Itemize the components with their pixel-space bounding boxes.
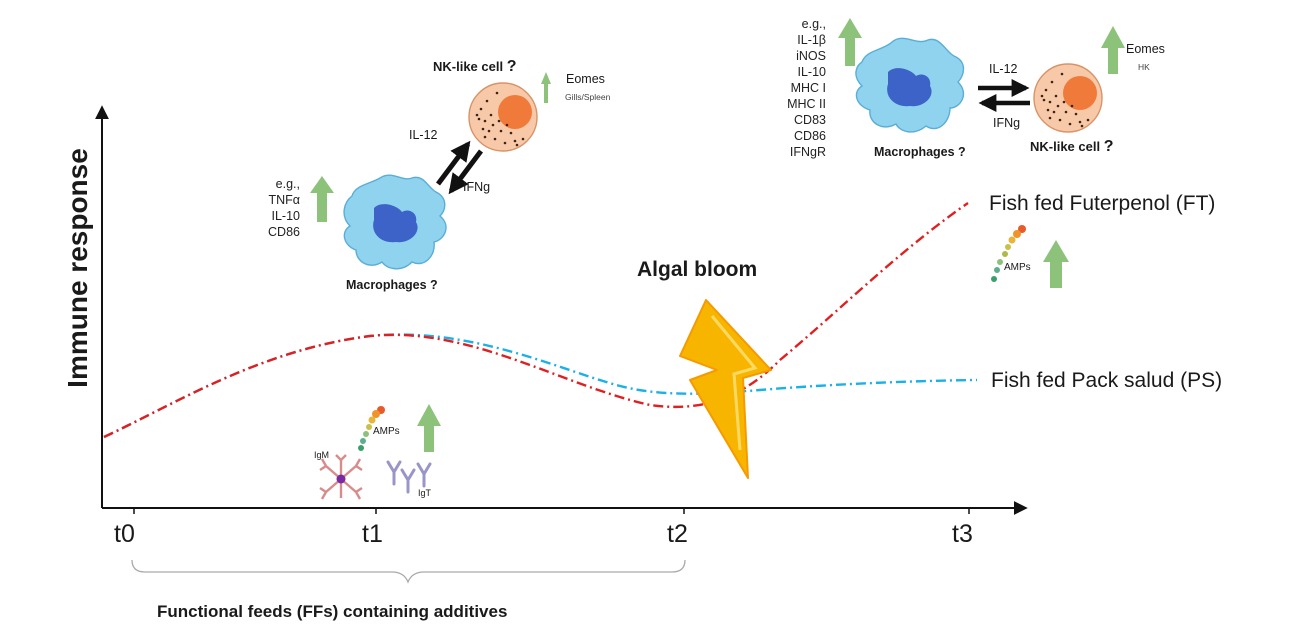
il12-label: IL-12 [409, 128, 438, 142]
amps-icon [991, 225, 1026, 282]
lightning-bolt-icon [679, 299, 772, 479]
series-label-ft: Fish fed Futerpenol (FT) [989, 192, 1216, 215]
igm-icon [319, 454, 363, 500]
eomes-label: Eomes [1126, 42, 1165, 56]
marker-item: CD86 [268, 225, 300, 239]
tick-label-t3: t3 [952, 520, 973, 548]
up-arrow-icon [310, 176, 334, 222]
nk-cell-label: NK-like cell ? [433, 58, 517, 75]
t3-marker-list: e.g., IL-1β iNOS IL-10 MHC I MHC II CD83… [766, 16, 826, 160]
tick-label-t0: t0 [114, 520, 135, 548]
t1-marker-list: e.g., TNFα IL-10 CD86 [236, 176, 300, 240]
series-line-ps [103, 333, 978, 439]
ifng-label: IFNg [463, 180, 491, 194]
series-label-ps: Fish fed Pack salud (PS) [991, 369, 1223, 392]
tick-label-t2: t2 [667, 520, 688, 548]
eomes-label: Eomes [566, 72, 605, 86]
marker-item: IFNgR [789, 145, 826, 159]
marker-item: CD86 [794, 129, 826, 143]
event-label: Algal bloom [637, 258, 758, 281]
marker-item: IL-10 [271, 209, 301, 223]
nk-cell-label: NK-like cell ? [1030, 138, 1114, 155]
eomes-sublabel: HK [1138, 62, 1150, 72]
eg-label: e.g., [275, 177, 300, 191]
marker-item: IL-1β [797, 33, 826, 47]
amps-icon [358, 406, 385, 451]
series-line-ft [103, 202, 969, 439]
up-arrow-icon [417, 404, 441, 452]
marker-item: IL-10 [797, 65, 827, 79]
up-arrow-icon [1043, 240, 1069, 288]
marker-item: MHC I [790, 81, 826, 95]
igt-icon [386, 460, 432, 494]
up-arrow-icon [541, 72, 551, 103]
macrophage-label: Macrophages ? [346, 278, 438, 292]
il12-label: IL-12 [989, 62, 1018, 76]
eomes-sublabel: Gills/Spleen [565, 92, 611, 102]
ifng-arrow [448, 149, 483, 195]
igm-label: IgM [314, 450, 330, 460]
marker-item: iNOS [796, 49, 826, 63]
macrophage-label: Macrophages ? [874, 145, 966, 159]
ifng-label: IFNg [993, 116, 1021, 130]
amps-label: AMPs [373, 426, 400, 437]
marker-item: MHC II [787, 97, 826, 111]
marker-item: TNFα [268, 193, 300, 207]
amps-label: AMPs [1004, 262, 1031, 273]
il12-arrow [436, 140, 471, 186]
eg-label: e.g., [801, 17, 826, 31]
marker-item: CD83 [794, 113, 826, 127]
feeding-bracket [131, 559, 686, 584]
igt-label: IgT [418, 488, 432, 498]
up-arrow-icon [838, 18, 862, 66]
bracket-label: Functional feeds (FFs) containing additi… [157, 602, 508, 621]
y-axis-label: Immune response [62, 148, 93, 388]
up-arrow-icon [1101, 26, 1125, 74]
tick-label-t1: t1 [362, 520, 383, 548]
